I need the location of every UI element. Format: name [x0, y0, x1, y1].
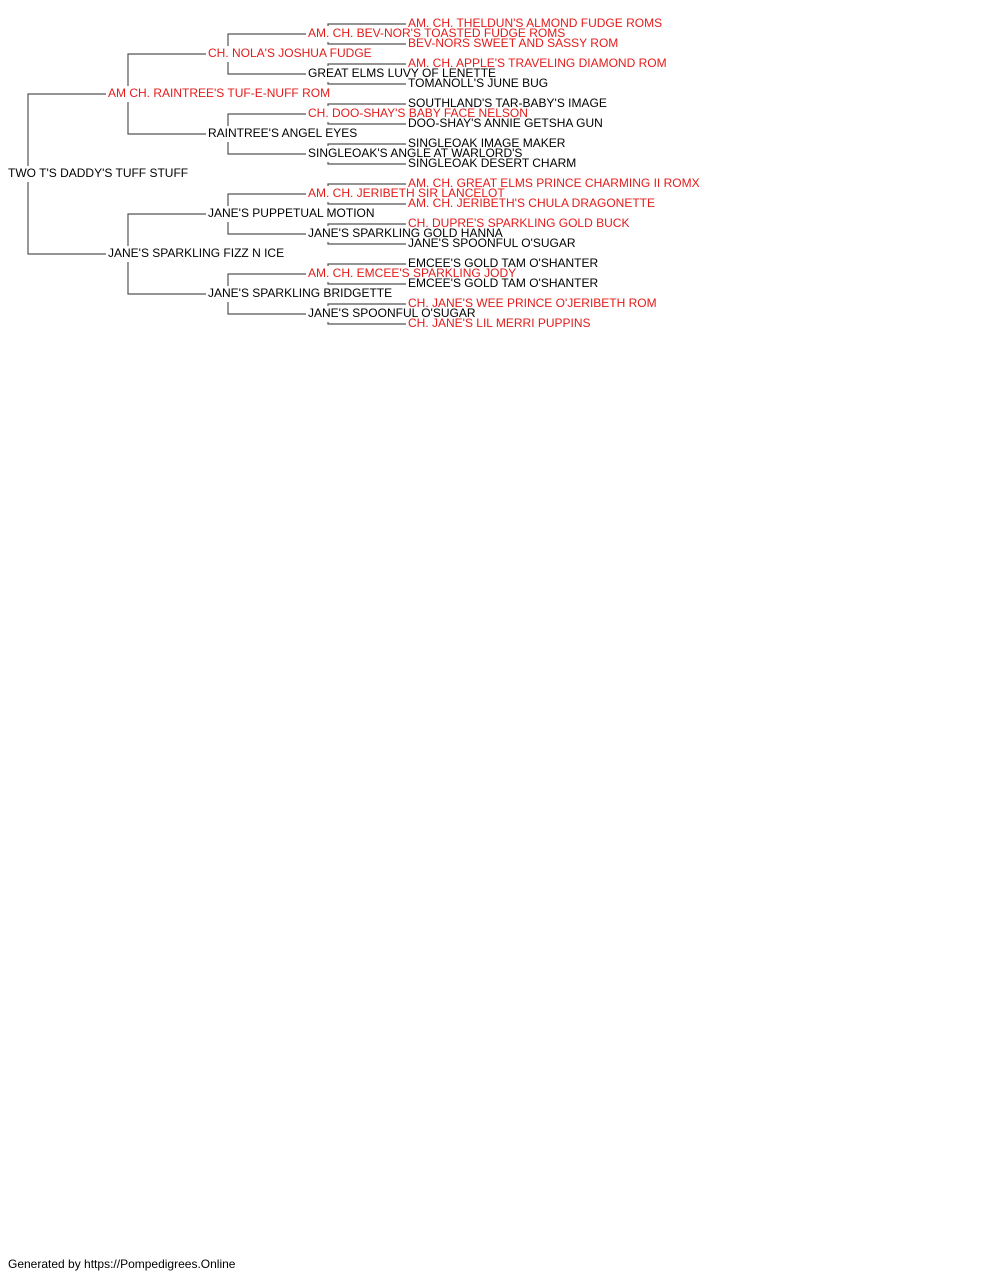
connector-root-s-sire [127, 53, 206, 86]
connector-root-d-s-s-dam [327, 202, 406, 205]
connector-root-s-d-dam [227, 142, 306, 155]
dog-name-root-d-s-d: JANE'S SPARKLING GOLD HANNA [308, 226, 503, 240]
dog-name-root-s-d-s-s: SOUTHLAND'S TAR-BABY'S IMAGE [408, 96, 607, 110]
connector-root-s-d-s-dam [327, 122, 406, 125]
dog-name-root-d-s-d-d: JANE'S SPOONFUL O'SUGAR [408, 236, 576, 250]
generated-by-footer: Generated by https://Pompedigrees.Online [8, 1257, 236, 1271]
dog-name-root-s-s-d: GREAT ELMS LUVY OF LENETTE [308, 66, 496, 80]
connector-root-d-sire [127, 213, 206, 246]
connector-root-d-d-sire [227, 273, 306, 286]
dog-name-root-s-s-d-s: AM. CH. APPLE'S TRAVELING DIAMOND ROM [408, 56, 667, 70]
connector-root-s-dam [127, 102, 206, 135]
connector-root-s-d-s-sire [327, 103, 406, 106]
dog-name-root-d-s-s: AM. CH. JERIBETH SIR LANCELOT [308, 186, 505, 200]
dog-name-root-s-d-d-s: SINGLEOAK IMAGE MAKER [408, 136, 566, 150]
connector-root-s-d-d-dam [327, 162, 406, 165]
dog-name-root-d-d-s-s: EMCEE'S GOLD TAM O'SHANTER [408, 256, 599, 270]
dog-name-root-d-s-d-s: CH. DUPRE'S SPARKLING GOLD BUCK [408, 216, 629, 230]
connector-root-s-s-s-dam [327, 42, 406, 45]
dog-name-root-s-s-s: AM. CH. BEV-NOR'S TOASTED FUDGE ROMS [308, 26, 565, 40]
dog-name-root-d-d-d-d: CH. JANE'S LIL MERRI PUPPINS [408, 316, 591, 330]
connector-root-d-s-d-sire [327, 223, 406, 226]
dog-name-root-d-d-s-d: EMCEE'S GOLD TAM O'SHANTER [408, 276, 599, 290]
connector-root-d-s-s-sire [327, 183, 406, 186]
dog-name-root-s-d-s-d: DOO-SHAY'S ANNIE GETSHA GUN [408, 116, 603, 130]
connector-root-s-s-d-dam [327, 82, 406, 85]
connector-root-d-d-s-sire [327, 263, 406, 266]
connector-root-d-dam [127, 262, 206, 295]
dog-name-root-d-s-s-d: AM. CH. JERIBETH'S CHULA DRAGONETTE [408, 196, 655, 210]
connector-root-s-s-dam [227, 62, 306, 75]
dog-name-root-s-s-s-s: AM. CH. THELDUN'S ALMOND FUDGE ROMS [408, 16, 662, 30]
connector-root-s-s-d-sire [327, 63, 406, 66]
dog-name-root-d: JANE'S SPARKLING FIZZ N ICE [108, 246, 284, 260]
connector-root-s-d-sire [227, 113, 306, 126]
dog-name-root-d-d: JANE'S SPARKLING BRIDGETTE [208, 286, 392, 300]
dog-name-root-s-s-s-d: BEV-NORS SWEET AND SASSY ROM [408, 36, 618, 50]
connector-root-d-d-dam [227, 302, 306, 315]
connector-root-s-s-sire [227, 33, 306, 46]
dog-name-root-d-s-s-s: AM. CH. GREAT ELMS PRINCE CHARMING II RO… [408, 176, 700, 190]
dog-name-root-s-d-d-d: SINGLEOAK DESERT CHARM [408, 156, 576, 170]
dog-name-root-d-d-d-s: CH. JANE'S WEE PRINCE O'JERIBETH ROM [408, 296, 657, 310]
dog-name-root-d-d-s: AM. CH. EMCEE'S SPARKLING JODY [308, 266, 516, 280]
dog-name-root-s-d: RAINTREE'S ANGEL EYES [208, 126, 357, 140]
connector-root-dam [27, 182, 106, 255]
connector-root-d-s-d-dam [327, 242, 406, 245]
connector-root-d-d-s-dam [327, 282, 406, 285]
connector-root-s-s-s-sire [327, 23, 406, 26]
connector-root-d-d-d-dam [327, 322, 406, 325]
dog-name-root: TWO T'S DADDY'S TUFF STUFF [8, 166, 188, 180]
dog-name-root-s-d-d: SINGLEOAK'S ANGLE AT WARLORD'S [308, 146, 522, 160]
dog-name-root-d-d-d: JANE'S SPOONFUL O'SUGAR [308, 306, 476, 320]
connector-root-d-s-dam [227, 222, 306, 235]
connector-root-s-d-d-sire [327, 143, 406, 146]
connector-root-d-s-sire [227, 193, 306, 206]
connector-root-d-d-d-sire [327, 303, 406, 306]
dog-name-root-s-s: CH. NOLA'S JOSHUA FUDGE [208, 46, 372, 60]
connector-root-sire [27, 93, 106, 166]
dog-name-root-s-s-d-d: TOMANOLL'S JUNE BUG [408, 76, 548, 90]
dog-name-root-d-s: JANE'S PUPPETUAL MOTION [208, 206, 375, 220]
dog-name-root-s-d-s: CH. DOO-SHAY'S BABY FACE NELSON [308, 106, 528, 120]
dog-name-root-s: AM CH. RAINTREE'S TUF-E-NUFF ROM [108, 86, 330, 100]
